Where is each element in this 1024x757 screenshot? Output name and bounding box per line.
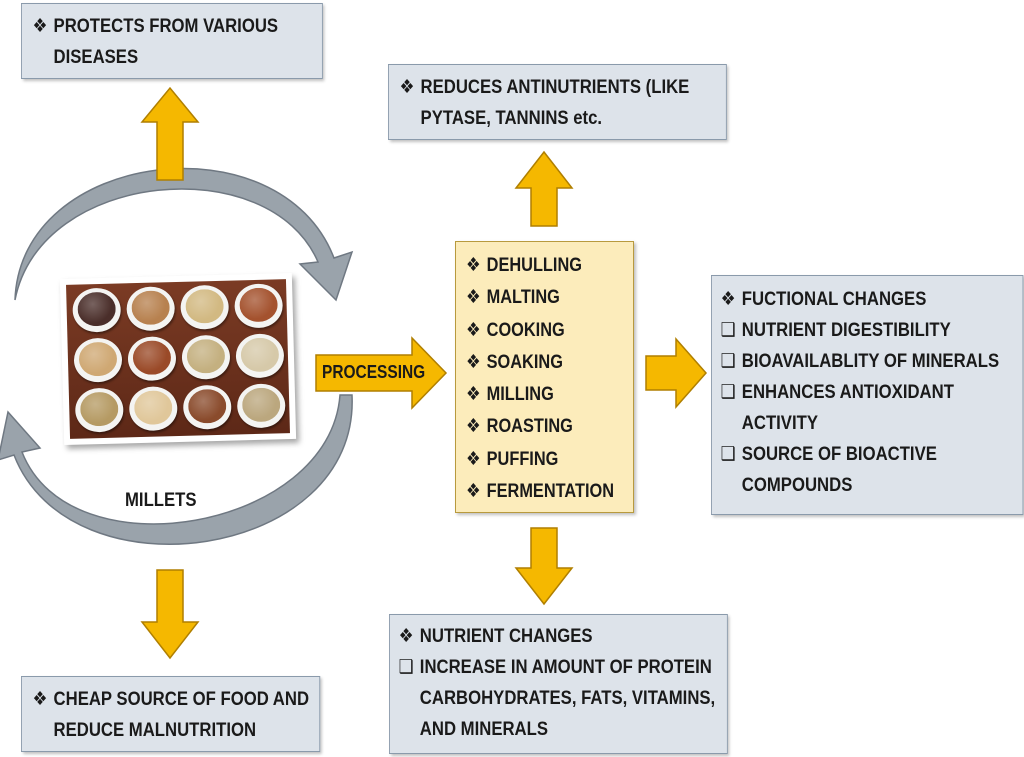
process-label: MILLING [486, 384, 554, 406]
arrow-right [645, 337, 708, 409]
box-processing-methods: ❖DEHULLING❖MALTING❖COOKING❖SOAKING❖MILLI… [455, 241, 634, 513]
millet-grain [240, 337, 280, 373]
processing-arrow [315, 336, 448, 410]
millet-grain [241, 387, 281, 423]
list-item: INCREASE IN AMOUNT OF PROTEIN [419, 657, 712, 678]
millet-bowl [73, 337, 123, 383]
processing-label: PROCESSING [322, 362, 426, 382]
box-reduces-antinutrients: ❖REDUCES ANTINUTRIENTS (LIKE PYTASE, TAN… [388, 64, 727, 140]
list-item-continued: CARBOHYDRATES, FATS, VITAMINS, [419, 688, 716, 709]
millet-grain [187, 388, 227, 424]
box-text-line: REDUCE MALNUTRITION [53, 720, 257, 741]
millet-grain [78, 341, 118, 377]
millet-grain [186, 338, 226, 374]
process-item: ❖ROASTING [466, 411, 610, 443]
process-label: SOAKING [486, 351, 563, 373]
process-label: ROASTING [486, 416, 573, 438]
millet-bowl [74, 387, 124, 433]
millet-bowl [180, 284, 230, 330]
box-functional-changes: ❖FUCTIONAL CHANGES ❑NUTRIENT DIGESTIBILI… [711, 275, 1024, 515]
millet-grain [79, 391, 119, 427]
millets-photo [59, 272, 297, 446]
box-cheap-food-source: ❖CHEAP SOURCE OF FOOD AND REDUCE MALNUTR… [21, 676, 321, 752]
process-label: MALTING [486, 287, 560, 309]
millet-bowl [126, 286, 176, 332]
process-item: ❖MALTING [466, 282, 610, 314]
arrow-down-mid [514, 527, 574, 606]
list-item-continued: ACTIVITY [741, 413, 818, 434]
arrow-up-left [140, 86, 200, 181]
list-item: BIOAVAILABLITY OF MINERALS [741, 351, 1000, 372]
bullet-diamond-icon: ❖ [466, 351, 481, 373]
millet-bowl [235, 333, 285, 379]
bullet-diamond-icon: ❖ [466, 448, 481, 470]
millet-bowl [127, 336, 177, 382]
process-label: PUFFING [486, 448, 559, 470]
box-text-line: PROTECTS FROM VARIOUS [53, 16, 279, 37]
box-text-line: REDUCES ANTINUTRIENTS (LIKE [420, 77, 690, 98]
process-item: ❖MILLING [466, 379, 610, 411]
box-nutrient-changes: ❖NUTRIENT CHANGES ❑INCREASE IN AMOUNT OF… [389, 614, 728, 754]
arrow-up-mid [514, 150, 574, 227]
bullet-diamond-icon: ❖ [32, 16, 48, 37]
cycle-arrow-bottom [0, 394, 353, 545]
process-item: ❖FERMENTATION [466, 476, 614, 508]
bullet-diamond-icon: ❖ [466, 287, 481, 309]
bullet-diamond-icon: ❖ [32, 689, 48, 710]
process-item: ❖SOAKING [466, 347, 610, 379]
process-item: ❖COOKING [466, 315, 610, 347]
process-item: ❖PUFFING [466, 444, 610, 476]
box-heading: FUCTIONAL CHANGES [741, 289, 927, 310]
wooden-board [66, 279, 290, 439]
list-item: SOURCE OF BIOACTIVE [741, 444, 937, 465]
bullet-diamond-icon: ❖ [399, 77, 415, 98]
arrow-down-left [140, 569, 200, 660]
process-label: FERMENTATION [486, 481, 615, 503]
millet-grain [239, 287, 279, 323]
box-heading: NUTRIENT CHANGES [419, 626, 593, 647]
list-item: ENHANCES ANTIOXIDANT [741, 382, 954, 403]
cycle-arrow-top [14, 167, 354, 302]
bullet-diamond-icon: ❖ [466, 319, 481, 341]
process-item: ❖DEHULLING [466, 250, 610, 282]
bullet-square-icon: ❑ [720, 444, 736, 465]
bullet-square-icon: ❑ [720, 320, 736, 341]
millet-grain [185, 288, 225, 324]
list-item: NUTRIENT DIGESTIBILITY [741, 320, 951, 341]
bullet-diamond-icon: ❖ [466, 416, 481, 438]
process-label: DEHULLING [486, 255, 582, 276]
bullet-square-icon: ❑ [720, 382, 736, 403]
millet-grain [131, 290, 171, 326]
millets-label: MILLETS [125, 490, 197, 511]
millet-bowl [234, 283, 284, 329]
box-text-line: DISEASES [53, 47, 139, 68]
millet-bowl [182, 384, 232, 430]
box-text-line: CHEAP SOURCE OF FOOD AND [53, 689, 310, 710]
millet-bowl [128, 386, 178, 432]
list-item-continued: AND MINERALS [419, 719, 548, 740]
millet-grain [133, 390, 173, 426]
bullet-diamond-icon: ❖ [466, 255, 481, 276]
bullet-square-icon: ❑ [720, 351, 736, 372]
box-protects-diseases: ❖PROTECTS FROM VARIOUS DISEASES [21, 3, 323, 79]
box-text-line: PYTASE, TANNINS etc. [420, 108, 603, 129]
process-label: COOKING [486, 319, 565, 341]
bullet-diamond-icon: ❖ [398, 626, 414, 647]
bullet-diamond-icon: ❖ [720, 289, 736, 310]
millet-grain [132, 340, 172, 376]
bullet-diamond-icon: ❖ [466, 384, 481, 406]
millet-grain [77, 291, 117, 327]
millet-bowl [181, 334, 231, 380]
bullet-diamond-icon: ❖ [466, 481, 481, 503]
list-item-continued: COMPOUNDS [741, 475, 853, 496]
bullet-square-icon: ❑ [398, 657, 414, 678]
millet-bowl [236, 383, 286, 429]
millet-bowl [72, 287, 122, 333]
